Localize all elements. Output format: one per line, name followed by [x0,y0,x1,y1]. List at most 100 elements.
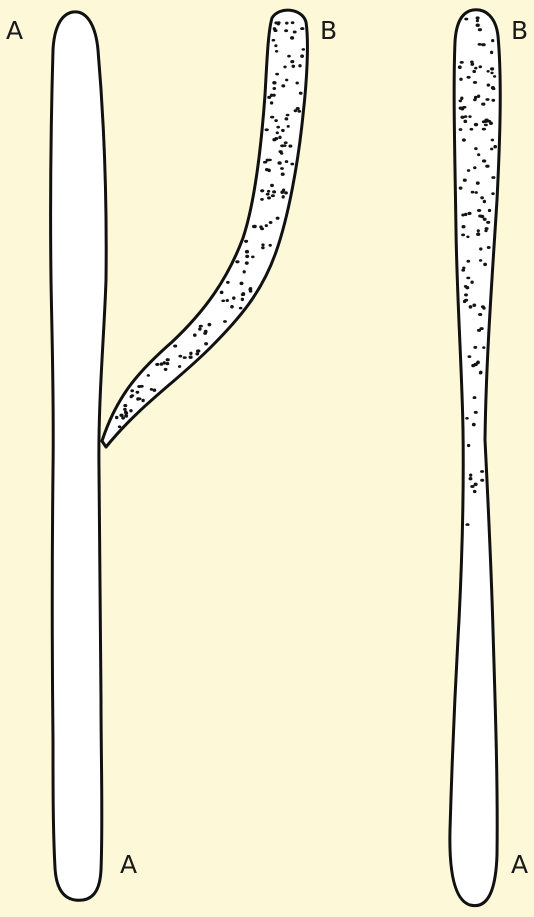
stipple-dot [290,36,294,40]
stipple-dot [188,356,192,359]
stipple-dot [173,344,177,347]
stipple-dot [296,107,300,110]
stipple-dot [459,187,463,190]
stipple-dot [476,19,479,22]
stipple-dot [485,165,489,168]
stipple-dot [491,39,494,42]
stipple-dot [297,110,301,113]
stipple-dot [189,352,192,356]
stipple-dot [479,372,482,375]
stipple-dot [291,65,295,68]
stipple-dot [226,299,229,302]
right-figure [450,10,500,906]
stipple-dot [265,224,268,227]
stipple-dot [196,349,200,352]
stipple-dot [474,191,477,194]
stipple-dot [281,129,285,132]
stipple-dot [463,120,467,124]
stipple-dot [150,388,153,391]
stipple-dot [461,225,465,228]
stipple-dot [483,200,486,204]
stipple-dot [481,43,485,46]
stipple-dot [459,99,462,102]
stipple-dot [272,190,276,193]
stipple-dot [462,138,466,141]
stipple-dot [472,423,476,427]
stipple-dot [263,161,267,164]
stipple-dot [491,192,494,195]
stipple-dot [464,213,467,216]
stipple-dot [466,260,470,263]
stipple-dot [476,16,480,19]
stipple-dot [459,128,463,131]
stipple-dot [490,148,493,151]
right-tube [450,10,500,906]
stipple-dot [260,198,264,201]
stipple-dot [479,247,482,250]
stipple-dot [241,292,245,295]
stipple-dot [245,255,249,258]
stipple-dot [274,21,278,24]
stipple-dot [195,352,199,355]
stipple-dot [239,307,243,310]
stipple-dot [276,217,280,220]
stipple-dot [281,84,285,87]
stipple-dot [251,256,255,259]
stipple-dot [467,444,470,447]
stipple-dot [484,124,488,127]
stipple-dot [265,128,269,131]
left-stem-top-label: A [6,18,24,43]
stipple-dot [295,82,298,85]
stipple-dot [118,425,122,428]
stipple-dot [478,313,482,316]
stipple-dot [477,209,481,212]
stipple-dot [267,196,271,199]
stipple-dot [472,70,476,73]
stipple-dot [469,305,473,309]
stipple-dot [473,396,477,399]
stipple-dot [147,374,150,377]
stipple-dot [460,116,464,119]
stipple-dot [221,299,225,302]
stipple-dot [491,176,495,179]
stipple-dot [467,169,470,172]
stipple-dot [485,98,489,101]
stipple-dot [123,404,127,407]
stipple-dot [492,87,496,90]
stipple-dot [274,119,278,122]
right-top-label: B [511,18,529,43]
stipple-dot [472,304,476,307]
stipple-dot [124,410,128,413]
stipple-dot [482,128,486,131]
stipple-dot [482,120,486,123]
stipple-dot [483,263,487,267]
stipple-dot [220,291,224,295]
stipple-dot [474,67,477,70]
stipple-dot [166,362,170,365]
stipple-dot [470,485,474,488]
stipple-dot [245,261,249,264]
stipple-dot [290,60,294,63]
stipple-dot [290,163,294,166]
stipple-dot [479,259,482,262]
stipple-dot [299,92,303,95]
stipple-dot [269,221,273,224]
stipple-dot [261,246,265,249]
stipple-dot [493,75,496,78]
stipple-dot [204,342,208,345]
stipple-dot [270,116,274,119]
stipple-dot [286,114,290,117]
stipple-dot [473,346,477,349]
stipple-dot [486,70,489,73]
stipple-dot [272,94,276,97]
stipple-dot [293,31,297,34]
stipple-dot [166,358,170,361]
stipple-dot [265,168,269,171]
stipple-dot [244,240,248,243]
stipple-dot [281,173,285,176]
stipple-dot [467,355,471,358]
stipple-dot [493,145,497,148]
stipple-dot [479,65,483,68]
stipple-dot [478,28,482,31]
stipple-dot [465,523,469,526]
